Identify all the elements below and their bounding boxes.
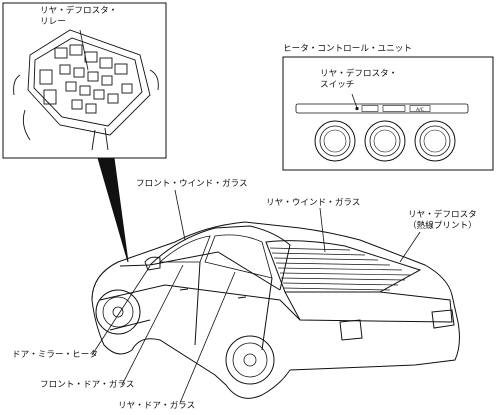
relay-inset: [2, 2, 167, 159]
rear-window-label: リヤ・ウインド・ガラス: [266, 198, 361, 208]
recirc-switch: [382, 105, 406, 112]
defroster-grid: [269, 247, 411, 291]
switch-leader: [351, 93, 358, 109]
temp-dial: [314, 120, 356, 162]
relay-label: リヤ・デフロスタ・ リレー: [40, 6, 117, 28]
rear-wheel: [225, 335, 275, 385]
defroster-label-line2: （熱線プリント）: [408, 221, 477, 231]
defroster-label: リヤ・デフロスタ （熱線プリント）: [408, 210, 477, 232]
mirror-leader: [91, 265, 151, 356]
door-mirror-heater-label: ドア・ミラー・ヒータ: [12, 350, 98, 360]
switch-label-line2: スイッチ: [320, 80, 355, 90]
ac-switch: [409, 105, 431, 112]
rear-window-leader: [319, 207, 326, 253]
defrost-switch-indicator: [355, 106, 359, 111]
front-wheel: [95, 289, 141, 335]
callout-wedge: [97, 157, 129, 263]
button-strip: [295, 103, 469, 114]
front-door-glass-leader: [121, 264, 184, 386]
relay-inset-frame: [2, 2, 167, 159]
relay-label-line2: リレー: [40, 17, 66, 27]
leader-lines: [91, 189, 421, 404]
defroster-label-line1: リヤ・デフロスタ: [408, 210, 477, 220]
defrost-switch: [361, 105, 379, 112]
fan-dial: [414, 120, 456, 162]
switch-label: リヤ・デフロスタ・ スイッチ: [320, 69, 397, 91]
switch-label-line1: リヤ・デフロスタ・: [320, 69, 398, 79]
junction-block: [13, 29, 159, 151]
front-window-label: フロント・ウインド・ガラス: [136, 179, 248, 189]
rear-door-glass-leader: [179, 271, 236, 404]
defroster-leader: [399, 231, 421, 263]
front-door-glass-label: フロント・ドア・ガラス: [40, 380, 135, 390]
rear-door-glass-label: リヤ・ドア・ガラス: [118, 401, 196, 411]
relay-leader: [79, 29, 89, 71]
mode-dial: [364, 120, 406, 162]
ac-switch-label: A/C: [416, 107, 424, 113]
heater-unit-label: ヒータ・コントロール・ユニット: [283, 44, 412, 54]
side-mirror: [144, 256, 161, 271]
relay-label-line1: リヤ・デフロスタ・: [40, 6, 118, 16]
front-window-leader: [174, 189, 186, 241]
heater-inset: A/C: [282, 56, 494, 171]
car-illustration: [91, 221, 460, 399]
